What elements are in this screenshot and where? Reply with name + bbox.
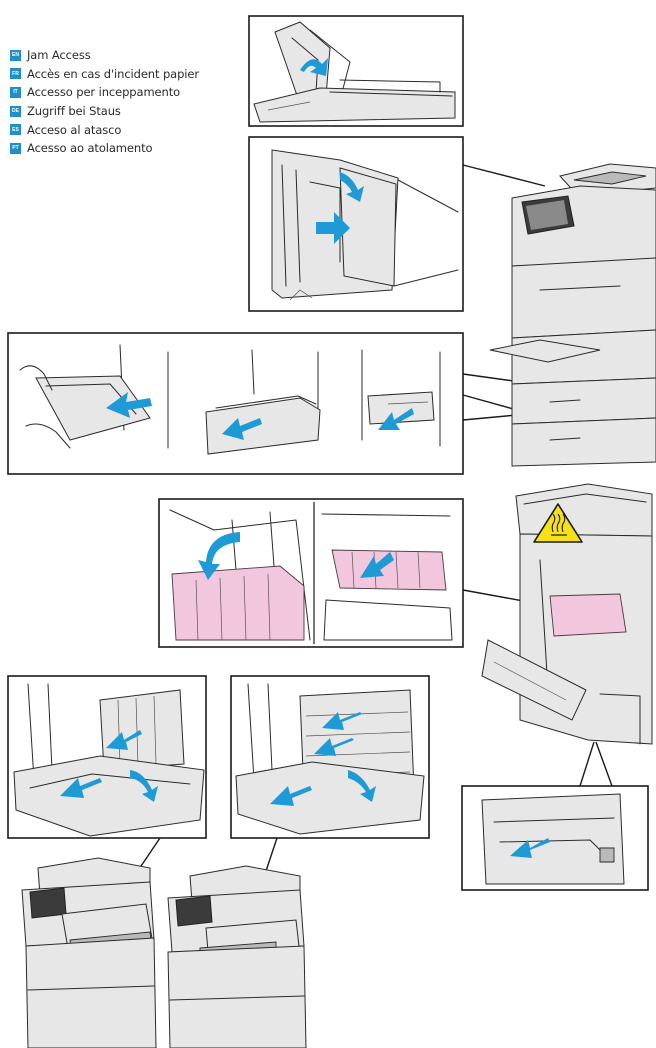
lang-badge-pt: PT [10, 142, 21, 154]
legend-row-de: DE Zugriff bei Staus [10, 102, 199, 121]
adf-cover-panel [248, 15, 464, 127]
curved-arrow-icon [340, 172, 364, 202]
rotate-arrow-icon [198, 532, 240, 580]
printer-with-finisher-right [167, 865, 307, 1048]
down-left-arrow-icon [222, 418, 262, 440]
lang-badge-en: EN [10, 49, 21, 61]
lang-badge-it: IT [10, 86, 21, 98]
legend-label-pt: Acesso ao atolamento [27, 141, 153, 156]
legend-row-it: IT Accesso per inceppamento [10, 83, 199, 102]
left-arrow-icon [322, 712, 362, 730]
side-door-panel [248, 136, 464, 312]
lang-badge-es: ES [10, 124, 21, 136]
curved-arrow-icon [348, 770, 376, 802]
legend-row-es: ES Acceso al atasco [10, 120, 199, 139]
finisher-panel-left [7, 675, 207, 839]
left-arrow-icon [60, 778, 102, 798]
printer-front-view [489, 163, 656, 467]
legend-label-en: Jam Access [27, 48, 91, 63]
trays-panel [7, 332, 464, 475]
legend-label-it: Accesso per inceppamento [27, 85, 181, 100]
legend-row-fr: FR Accès en cas d'incident papier [10, 65, 199, 84]
down-arrow-icon [106, 730, 142, 750]
down-arrow-icon [378, 408, 414, 430]
fuser-panel [158, 498, 464, 648]
legend-label-es: Acceso al atasco [27, 122, 122, 137]
legend-label-de: Zugriff bei Staus [27, 104, 121, 119]
left-arrow-icon [270, 786, 312, 806]
printer-rear-view [481, 483, 653, 745]
legend-row-en: EN Jam Access [10, 46, 199, 65]
right-arrow-icon [316, 212, 350, 244]
printer-with-finisher-left [21, 857, 157, 1048]
language-legend: EN Jam Access FR Accès en cas d'incident… [10, 46, 199, 158]
left-arrow-icon [106, 392, 152, 418]
curved-arrow-icon [130, 770, 158, 802]
hot-surface-warning-icon [533, 503, 583, 543]
down-arrow-icon [360, 552, 394, 578]
lift-arrow-icon [300, 58, 328, 76]
finisher-panel-right [230, 675, 430, 839]
pull-arrow-icon [510, 838, 550, 858]
legend-label-fr: Accès en cas d'incident papier [27, 66, 200, 81]
lang-badge-de: DE [10, 105, 21, 117]
rear-tray-panel [461, 785, 649, 891]
left-arrow-icon [314, 738, 354, 756]
legend-row-pt: PT Acesso ao atolamento [10, 139, 199, 158]
lang-badge-fr: FR [10, 68, 21, 80]
